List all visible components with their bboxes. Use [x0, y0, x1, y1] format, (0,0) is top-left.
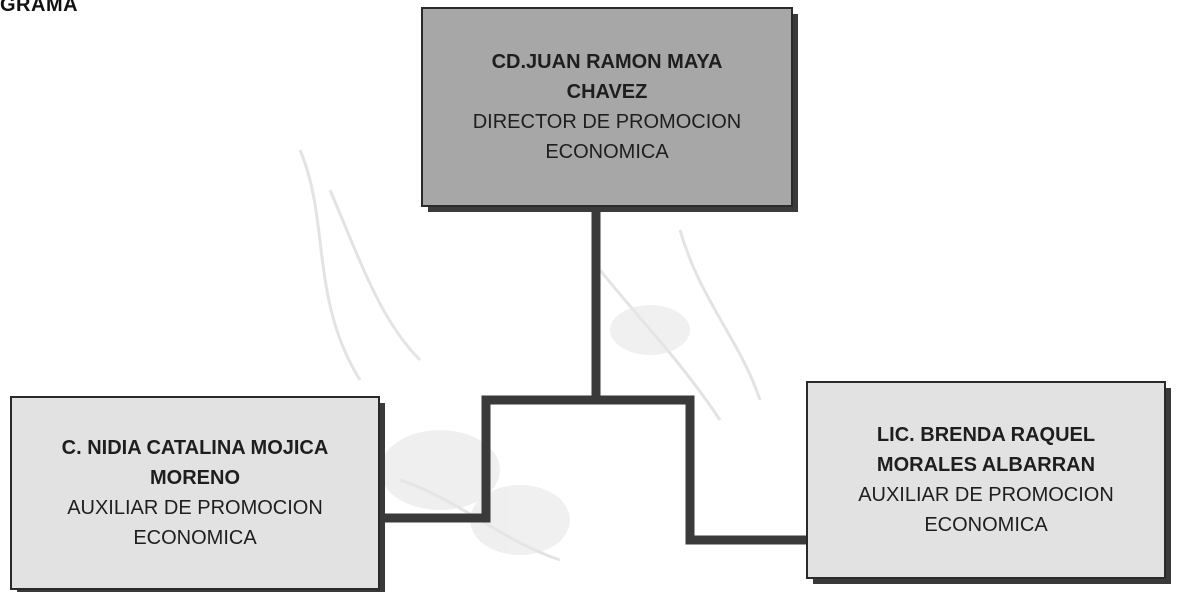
director-name: CD.JUAN RAMON MAYA CHAVEZ: [491, 51, 723, 103]
auxiliar-right-name: LIC. BRENDA RAQUEL MORALES ALBARRAN: [876, 424, 1096, 476]
director-role: DIRECTOR DE PROMOCION ECONOMICA: [472, 111, 742, 163]
auxiliar-right-node: LIC. BRENDA RAQUEL MORALES ALBARRAN AUXI…: [806, 381, 1166, 579]
director-node: CD.JUAN RAMON MAYA CHAVEZ DIRECTOR DE PR…: [421, 7, 793, 207]
page-heading: GRAMA: [0, 0, 79, 16]
auxiliar-right-role: AUXILIAR DE PROMOCION ECONOMICA: [858, 484, 1114, 536]
connector-to-right: [596, 395, 806, 545]
auxiliar-left-node: C. NIDIA CATALINA MOJICA MORENO AUXILIAR…: [10, 396, 380, 590]
auxiliar-left-role: AUXILIAR DE PROMOCION ECONOMICA: [67, 497, 323, 549]
auxiliar-left-name: C. NIDIA CATALINA MOJICA MORENO: [61, 437, 329, 489]
connector-to-left: [380, 395, 596, 523]
